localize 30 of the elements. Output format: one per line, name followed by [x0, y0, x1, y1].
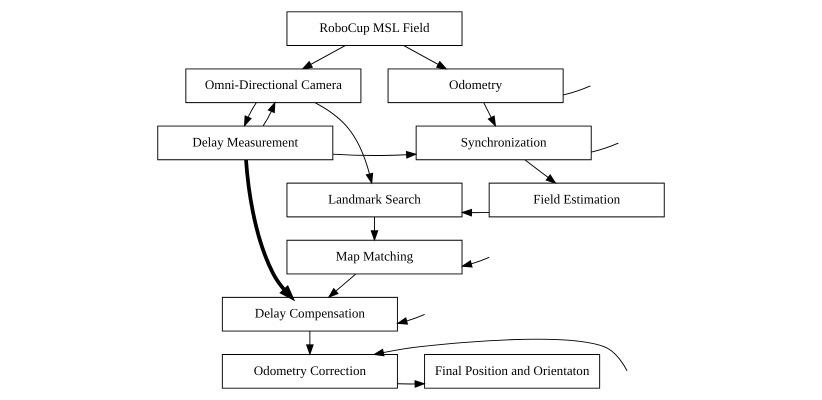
node-box: Synchronization: [416, 126, 592, 160]
arrow: [396, 314, 426, 325]
node-box: Field Estimation: [488, 182, 665, 218]
connector: [562, 86, 591, 96]
arrow: [314, 102, 374, 185]
node-box: RoboCup MSL Field: [286, 11, 462, 46]
arrow: [332, 150, 418, 159]
node-box: Final Position and Orientaton: [424, 354, 600, 389]
arrow: [460, 208, 490, 217]
node-box: Omni-Directional Camera: [185, 68, 362, 104]
arrow: [262, 101, 276, 126]
connector: [590, 142, 619, 153]
arrow: [244, 160, 296, 302]
arrow: [460, 256, 490, 268]
arrow: [370, 216, 378, 242]
arrow: [306, 330, 314, 356]
arrow: [244, 102, 257, 128]
node-box: Odometry: [388, 68, 564, 104]
arrow: [483, 102, 496, 128]
arrow: [397, 380, 426, 388]
node-box: Delay Compensation: [222, 296, 398, 332]
node-box: Landmark Search: [286, 182, 462, 218]
node-box: Map Matching: [286, 240, 462, 274]
arrow: [328, 274, 356, 298]
node-box: Delay Measurement: [157, 126, 334, 160]
arrow: [524, 159, 557, 184]
arrow: [301, 45, 346, 70]
arrow: [403, 45, 448, 70]
arrow: [372, 338, 628, 372]
node-box: Odometry Correction: [222, 354, 398, 389]
